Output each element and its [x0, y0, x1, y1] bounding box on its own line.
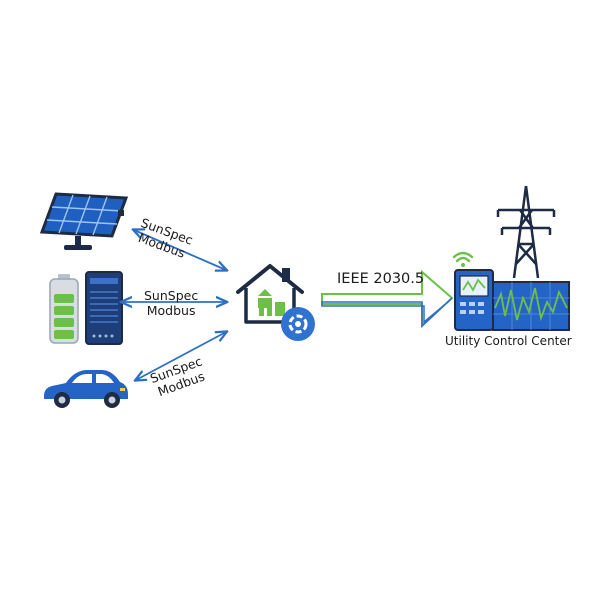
transmission-tower-icon: [496, 185, 556, 279]
solar-panel-icon: [39, 192, 129, 250]
car-link-arrow: [136, 332, 226, 380]
utility-center-label: Utility Control Center: [445, 334, 572, 348]
protocol-line-1: SunSpec: [144, 288, 199, 303]
protocol-line-2: Modbus: [146, 303, 196, 318]
battery-storage-icon: [49, 271, 123, 345]
control-center-icon: [454, 269, 570, 331]
solar-link-arrow: [134, 230, 226, 270]
ieee-protocol-label: IEEE 2030.5: [337, 271, 425, 287]
electric-car-icon: [44, 370, 128, 408]
battery-protocol-label: SunSpec Modbus: [144, 288, 198, 318]
smart-home-gateway-icon: [236, 264, 315, 341]
wifi-icon: [452, 251, 474, 267]
